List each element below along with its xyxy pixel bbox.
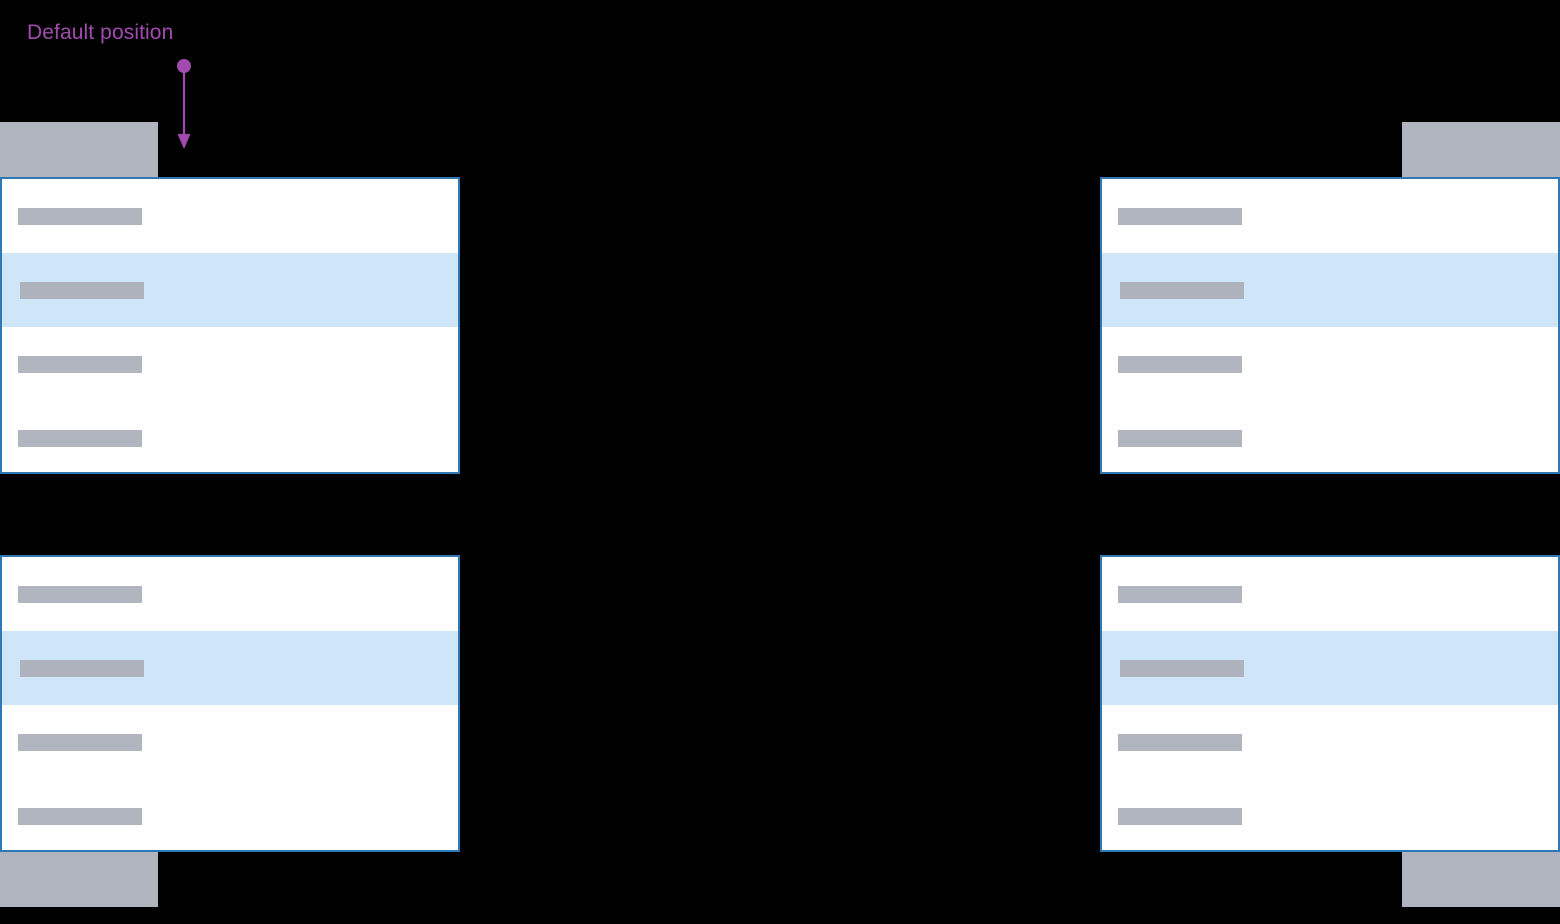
placeholder-bar (1118, 585, 1242, 603)
list-item[interactable] (2, 779, 458, 850)
anchor-box-top-left[interactable] (0, 122, 158, 177)
arrow-head (177, 134, 191, 149)
placeholder-bar (1118, 733, 1242, 751)
list-item[interactable] (1102, 401, 1558, 472)
placeholder-bar (18, 733, 142, 751)
dropdown-panel-bottom-right[interactable] (1100, 555, 1560, 852)
list-item[interactable] (1102, 327, 1558, 401)
anchor-box-top-right[interactable] (1402, 122, 1560, 177)
placeholder-bar (18, 355, 142, 373)
placeholder-bar (1118, 429, 1242, 447)
list-item[interactable] (2, 705, 458, 779)
list-item[interactable] (2, 557, 458, 631)
list-item[interactable] (2, 179, 458, 253)
list-item-selected[interactable] (1102, 631, 1558, 705)
list-item[interactable] (1102, 779, 1558, 850)
placeholder-bar (1120, 281, 1244, 299)
down-arrow-svg (177, 59, 191, 149)
list-item[interactable] (1102, 705, 1558, 779)
placeholder-bar (18, 207, 142, 225)
placeholder-bar (18, 585, 142, 603)
list-item-selected[interactable] (2, 253, 458, 327)
placeholder-bar (1118, 207, 1242, 225)
placeholder-bar (20, 281, 144, 299)
placeholder-bar (20, 659, 144, 677)
placeholder-bar (1120, 659, 1244, 677)
list-item[interactable] (1102, 179, 1558, 253)
list-item[interactable] (2, 401, 458, 472)
placeholder-bar (1118, 355, 1242, 373)
dropdown-panel-top-right[interactable] (1100, 177, 1560, 474)
list-item[interactable] (1102, 557, 1558, 631)
down-arrow-icon (168, 56, 202, 156)
list-item-selected[interactable] (1102, 253, 1558, 327)
dropdown-panel-bottom-left[interactable] (0, 555, 460, 852)
list-item-selected[interactable] (2, 631, 458, 705)
anchor-box-bottom-left[interactable] (0, 852, 158, 907)
placeholder-bar (1118, 807, 1242, 825)
placeholder-bar (18, 807, 142, 825)
anchor-box-bottom-right[interactable] (1402, 852, 1560, 907)
list-item[interactable] (2, 327, 458, 401)
placeholder-bar (18, 429, 142, 447)
dropdown-panel-top-left[interactable] (0, 177, 460, 474)
annotation-label-default-position: Default position (27, 21, 174, 44)
